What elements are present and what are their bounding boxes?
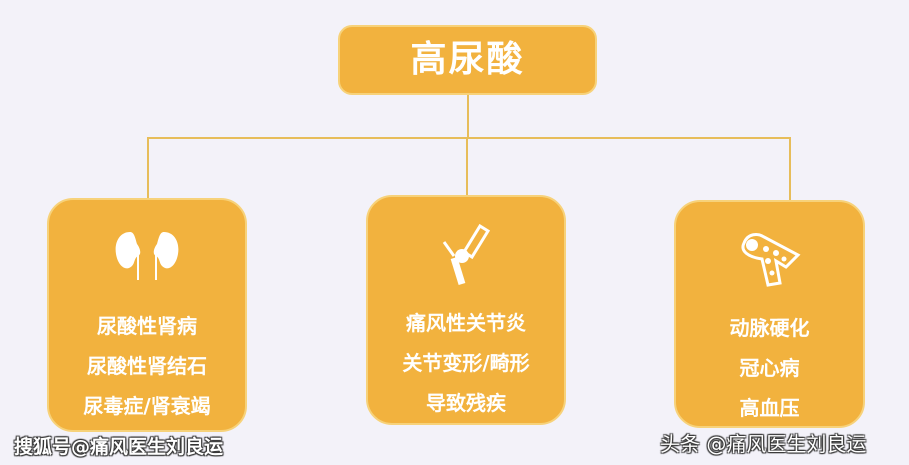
condition-label: 尿酸性肾病 (97, 314, 197, 338)
watermark-right: 头条 @痛风医生刘良运 (660, 432, 867, 456)
condition-label: 高血压 (739, 396, 800, 420)
condition-label: 冠心病 (739, 356, 800, 380)
kidney-icon (49, 222, 245, 292)
blood-vessel-icon (676, 224, 863, 294)
condition-label: 痛风性关节炎 (406, 311, 526, 335)
connector (789, 137, 791, 201)
root-node: 高尿酸 (338, 25, 597, 95)
condition-label: 导致残疾 (426, 391, 506, 415)
condition-label: 尿酸性肾结石 (87, 354, 207, 378)
branch-joint: 痛风性关节炎 关节变形/畸形 导致残疾 (366, 195, 566, 425)
knee-joint-icon (368, 219, 564, 289)
condition-label: 动脉硬化 (729, 316, 810, 340)
connector (147, 137, 790, 139)
root-title: 高尿酸 (410, 39, 525, 80)
branch-cardio: 动脉硬化 冠心病 高血压 (674, 200, 865, 428)
condition-label: 尿毒症/肾衰竭 (83, 394, 211, 418)
connector (147, 137, 149, 199)
connector (466, 137, 468, 196)
watermark-left: 搜狐号@痛风医生刘良运 (14, 436, 224, 458)
branch-kidney: 尿酸性肾病 尿酸性肾结石 尿毒症/肾衰竭 (47, 198, 247, 432)
connector (467, 95, 469, 138)
condition-label: 关节变形/畸形 (402, 351, 530, 375)
